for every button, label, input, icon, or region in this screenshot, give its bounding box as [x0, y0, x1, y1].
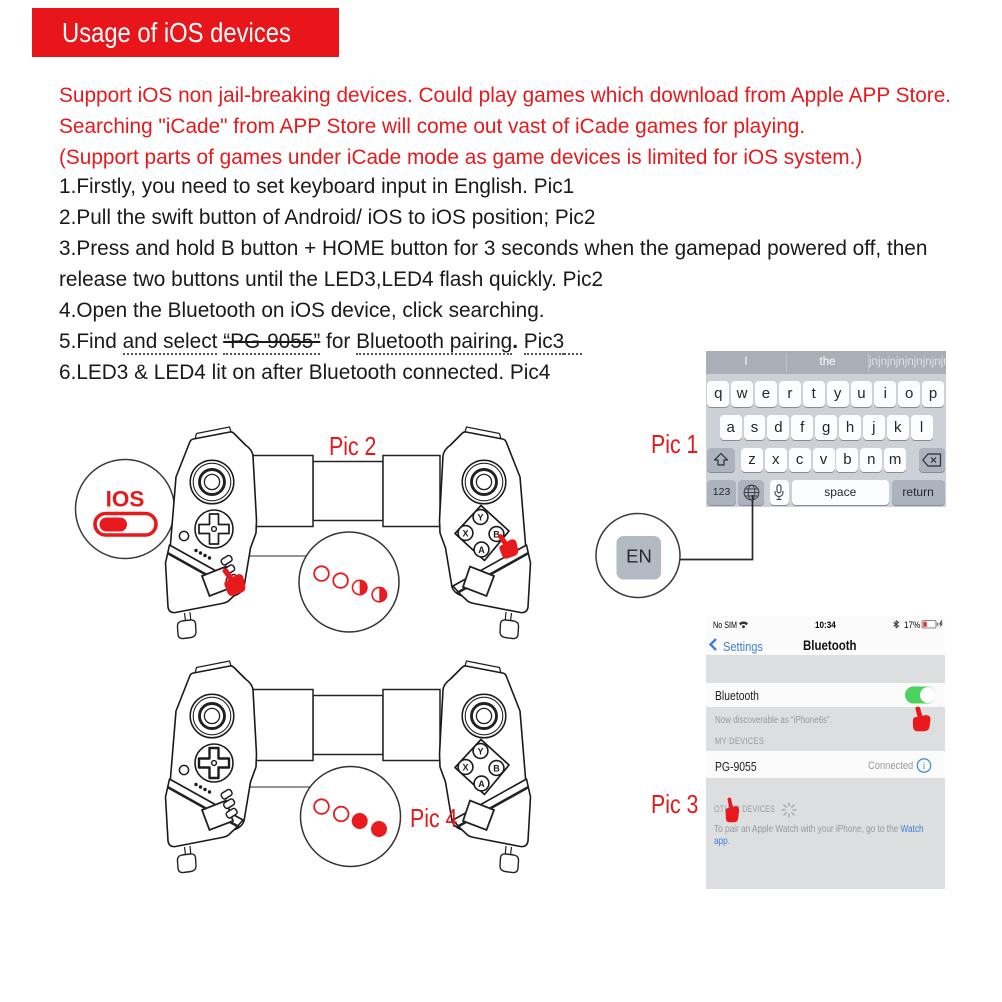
svg-text:B: B [493, 530, 500, 540]
svg-text:A: A [478, 779, 485, 789]
svg-text:X: X [462, 763, 468, 773]
svg-text:Y: Y [477, 513, 483, 523]
svg-text:EN: EN [626, 546, 652, 567]
svg-text:A: A [478, 545, 485, 555]
svg-text:B: B [493, 764, 500, 774]
svg-text:X: X [462, 529, 468, 539]
svg-text:Y: Y [477, 747, 483, 757]
svg-text:IOS: IOS [106, 487, 145, 512]
svg-text:i: i [923, 762, 925, 773]
